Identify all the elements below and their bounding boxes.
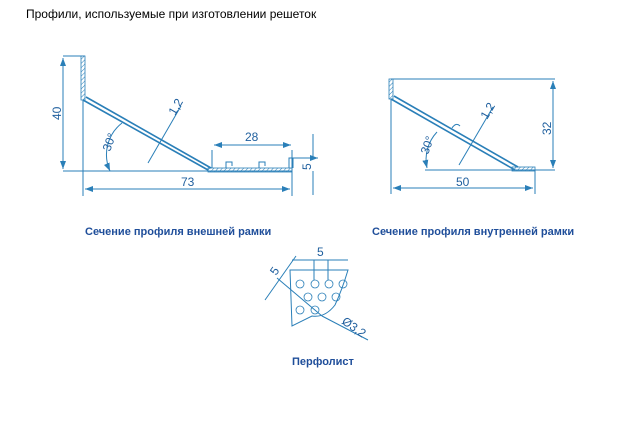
rib bbox=[451, 123, 461, 129]
dim-lip bbox=[292, 134, 318, 195]
extension-lines bbox=[63, 55, 293, 196]
diagonal-wall bbox=[390, 95, 519, 171]
extension-lines bbox=[390, 78, 555, 194]
dim-thickness bbox=[458, 106, 494, 166]
label-width: 73 bbox=[181, 175, 195, 189]
flange-ribs bbox=[225, 157, 294, 168]
outer-frame-caption: Сечение профиля внешней рамки bbox=[85, 226, 272, 238]
label-flange: 28 bbox=[245, 130, 259, 144]
dim-thickness bbox=[147, 105, 182, 164]
label-angle: 30° bbox=[100, 131, 119, 153]
diagonal-wall bbox=[82, 96, 212, 171]
dim-angle bbox=[422, 131, 438, 169]
label-thickness: 1,2 bbox=[477, 100, 498, 122]
label-hole-diameter: Ø3,2 bbox=[339, 314, 369, 341]
dim-angle bbox=[103, 122, 123, 172]
holes bbox=[295, 279, 348, 315]
page-title: Профили, используемые при изготовлении р… bbox=[26, 7, 317, 21]
perforated-sheet-caption: Перфолист bbox=[292, 356, 354, 368]
inner-frame-drawing: 32 50 30° 1,2 bbox=[388, 78, 556, 194]
label-angle: 30° bbox=[418, 134, 437, 156]
vertical-wall bbox=[80, 55, 86, 101]
label-width: 50 bbox=[456, 175, 470, 189]
label-pitch-x: 5 bbox=[317, 245, 324, 259]
outer-frame-drawing: 40 73 28 5 30° 1,2 bbox=[50, 55, 318, 196]
label-pitch-y: 5 bbox=[267, 264, 282, 278]
sheet-outline bbox=[289, 269, 349, 327]
vertical-wall bbox=[388, 78, 394, 100]
perforated-sheet-drawing: 5 5 Ø3,2 bbox=[264, 245, 369, 341]
label-height: 32 bbox=[540, 121, 554, 135]
label-lip: 5 bbox=[300, 163, 314, 170]
label-height: 40 bbox=[50, 106, 64, 120]
label-thickness: 1,2 bbox=[165, 96, 186, 118]
dimension-lines bbox=[264, 255, 369, 341]
inner-frame-caption: Сечение профиля внутренней рамки bbox=[372, 226, 575, 238]
base-flange bbox=[511, 166, 536, 172]
